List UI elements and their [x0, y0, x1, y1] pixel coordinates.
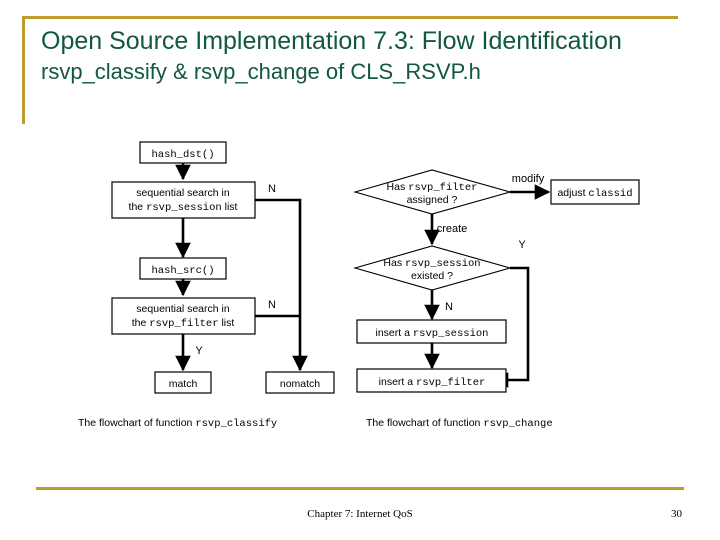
node-insert-filter-label: insert a rsvp_filter	[379, 376, 486, 389]
node-hash-src-label: hash_src()	[151, 265, 214, 277]
diamond-session-line1: Has rsvp_session	[383, 257, 480, 270]
node-search-session-line1: sequential search in	[136, 187, 230, 199]
edge-label-session-no: N	[445, 301, 453, 313]
page-subtitle: rsvp_classify & rsvp_change of CLS_RSVP.…	[41, 59, 481, 84]
diamond-filter-line2: assigned ?	[407, 194, 458, 206]
diamond-filter-line1: Has rsvp_filter	[387, 181, 478, 194]
footer-page-number: 30	[671, 508, 682, 520]
node-search-filter-line2: the rsvp_filter list	[132, 317, 235, 330]
flowchart-canvas: hash_dst() sequential search in the rsvp…	[0, 130, 720, 450]
footer-chapter-label: Chapter 7: Internet QoS	[307, 508, 413, 520]
node-hash-dst: hash_dst()	[139, 141, 227, 164]
node-adjust-classid: adjust classid	[550, 179, 640, 205]
node-nomatch-label: nomatch	[280, 378, 320, 390]
title-block: Open Source Implementation 7.3: Flow Ide…	[22, 16, 678, 124]
node-search-filter-line1: sequential search in	[136, 303, 230, 315]
node-diamond-has-session: Has rsvp_session existed ?	[352, 245, 513, 291]
node-insert-rsvp-session: insert a rsvp_session	[356, 319, 507, 344]
page-title: Open Source Implementation 7.3: Flow Ide…	[41, 27, 622, 55]
node-diamond-has-filter: Has rsvp_filter assigned ?	[352, 169, 513, 215]
edge-label-modify: modify	[512, 173, 545, 185]
edge-label-filter-no: N	[268, 299, 276, 311]
caption-rsvp-classify: The flowchart of function rsvp_classify	[78, 417, 277, 430]
edge-label-create: create	[437, 223, 468, 235]
node-hash-src: hash_src()	[139, 257, 227, 280]
diamond-session-line2: existed ?	[411, 270, 453, 282]
footer-divider	[36, 487, 684, 490]
node-insert-session-label: insert a rsvp_session	[376, 327, 489, 340]
node-insert-rsvp-filter: insert a rsvp_filter	[356, 368, 507, 393]
node-search-rsvp-session: sequential search in the rsvp_session li…	[111, 181, 256, 219]
node-hash-dst-label: hash_dst()	[151, 149, 214, 161]
edge-label-session-no: N	[268, 183, 276, 195]
node-adjust-classid-label: adjust classid	[557, 187, 632, 200]
caption-rsvp-change: The flowchart of function rsvp_change	[366, 417, 553, 430]
node-search-rsvp-filter: sequential search in the rsvp_filter lis…	[111, 297, 256, 335]
node-match: match	[154, 371, 212, 394]
node-match-label: match	[169, 378, 198, 390]
node-nomatch: nomatch	[265, 371, 335, 394]
node-search-session-line2: the rsvp_session list	[129, 201, 238, 214]
edge-label-filter-yes: Y	[195, 345, 203, 357]
edge-label-session-yes: Y	[518, 239, 526, 251]
